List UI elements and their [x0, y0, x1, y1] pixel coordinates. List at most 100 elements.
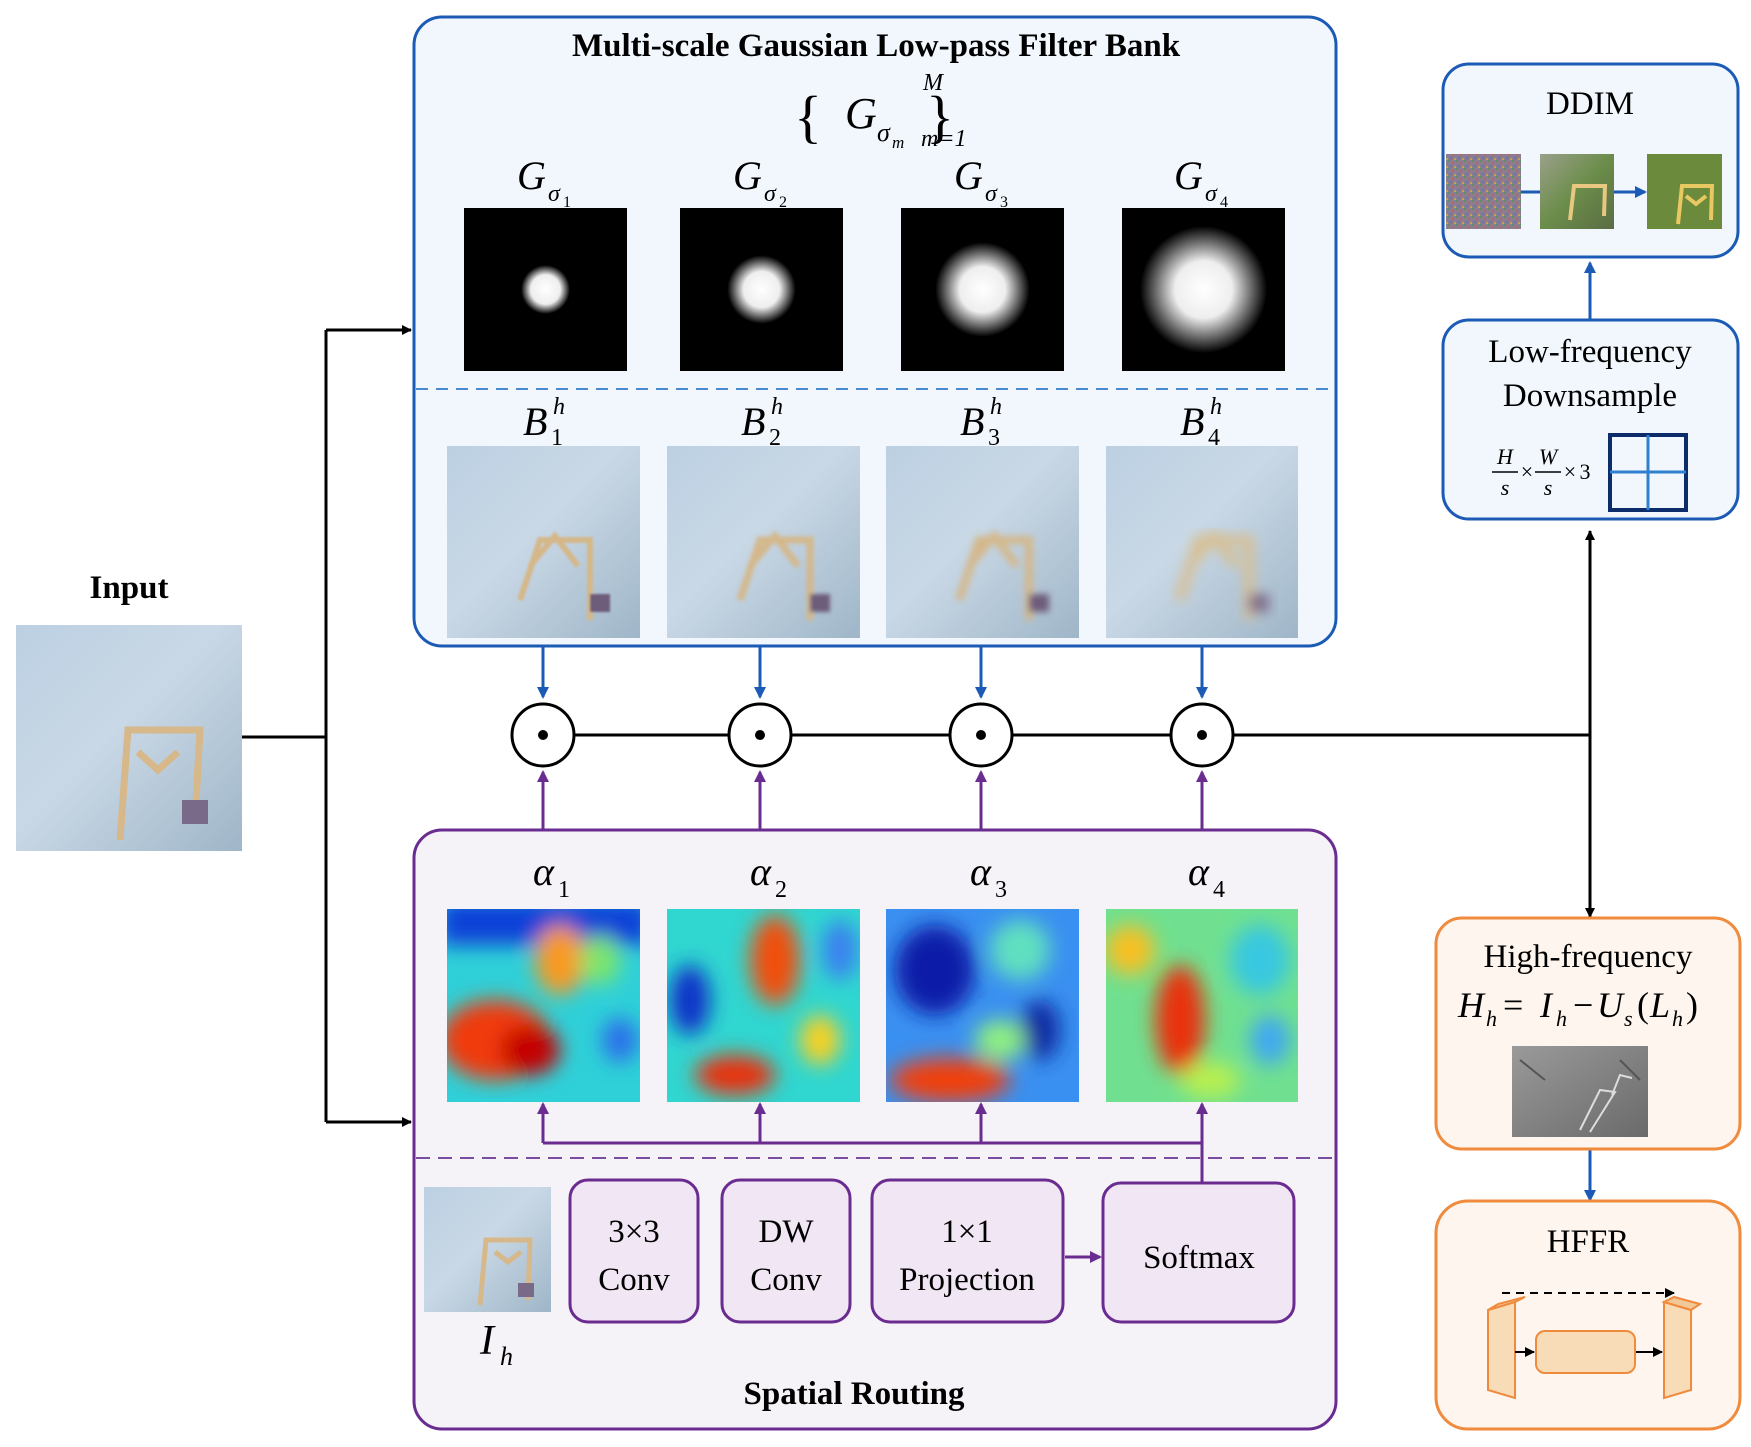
svg-text:H: H — [1457, 985, 1486, 1025]
kernel-image-1 — [464, 208, 627, 371]
svg-text:G: G — [517, 153, 546, 198]
svg-text:B: B — [960, 399, 984, 444]
lowfreq-line1: Low-frequency — [1488, 334, 1692, 370]
conv3x3-line2: Conv — [598, 1262, 670, 1298]
svg-text:L: L — [1649, 985, 1670, 1025]
kernel-label-2: G σ 2 — [733, 153, 787, 211]
projection-block — [870, 1178, 1065, 1324]
svg-text:): ) — [1686, 985, 1698, 1025]
heatmap-alpha-1 — [447, 909, 640, 1102]
alpha-label-2: α 2 — [750, 849, 787, 903]
band-label-1: B h 1 — [523, 394, 565, 451]
conv3x3-line1: 3×3 — [608, 1214, 660, 1250]
ddim-images — [1446, 154, 1722, 229]
heatmap-alpha-3 — [886, 909, 1079, 1102]
kernel-label-4: G σ 4 — [1174, 153, 1228, 211]
band-label-4: B h 4 — [1180, 394, 1222, 451]
ih-image — [424, 1187, 551, 1312]
ih-label: I h — [479, 1318, 513, 1371]
alpha-label-3: α 3 — [970, 849, 1007, 903]
set-sym: G — [845, 89, 877, 138]
svg-text:h: h — [990, 394, 1002, 420]
svg-text:}: } — [926, 84, 954, 149]
svg-text:×: × — [1564, 459, 1576, 484]
svg-text:α: α — [533, 849, 555, 894]
routing-arrows — [537, 1102, 1208, 1263]
kernel-image-3 — [901, 208, 1064, 371]
svg-text:h: h — [771, 394, 783, 420]
svg-text:σ: σ — [548, 181, 561, 207]
kernel-label-1: G σ 1 — [517, 153, 571, 211]
svg-text:h: h — [553, 394, 565, 420]
routing-blocks — [568, 1178, 1296, 1324]
band-label-3: B h 3 — [960, 394, 1002, 451]
band-image-2 — [667, 446, 860, 638]
svg-text:h: h — [500, 1342, 513, 1371]
svg-text:s: s — [1501, 475, 1510, 500]
svg-text:B: B — [523, 399, 547, 444]
svg-text:1: 1 — [558, 877, 570, 903]
kernel-label-3: G σ 3 — [954, 153, 1008, 211]
text-layer: Input Multi-scale Gaussian Low-pass Filt… — [90, 28, 1698, 1412]
conv3x3-block — [568, 1178, 700, 1324]
svg-text:4: 4 — [1208, 425, 1220, 451]
svg-text:3: 3 — [995, 877, 1007, 903]
set-subsub: m — [892, 133, 904, 152]
svg-text:×: × — [1521, 459, 1533, 484]
highfreq-title: High-frequency — [1484, 939, 1693, 975]
svg-text:3: 3 — [1000, 194, 1008, 211]
svg-text:B: B — [741, 399, 765, 444]
svg-text:h: h — [1486, 1006, 1497, 1031]
kernel-image-4 — [1122, 208, 1285, 371]
band-labels: B h 1 B h 2 B h 3 B h 4 — [523, 394, 1222, 451]
svg-text:I: I — [479, 1318, 496, 1364]
kernel-image-2 — [680, 208, 843, 371]
svg-text:G: G — [733, 153, 762, 198]
hffr-title: HFFR — [1547, 1224, 1630, 1260]
svg-text:B: B — [1180, 399, 1204, 444]
band-image-4 — [1106, 446, 1298, 638]
alpha-labels: α 1 α 2 α 3 α 4 — [533, 849, 1225, 903]
svg-text:I: I — [1539, 985, 1554, 1025]
set-sub: σ — [877, 118, 891, 147]
heatmap-alpha-4 — [1106, 909, 1298, 1102]
ddim-noise-image — [1446, 154, 1521, 229]
lowfreq-dims: H s × W s × 3 — [1496, 444, 1590, 500]
product-nodes — [510, 702, 1235, 768]
svg-text:=: = — [1503, 985, 1523, 1025]
svg-text:1: 1 — [551, 425, 563, 451]
svg-text:(: ( — [1637, 985, 1649, 1025]
svg-text:4: 4 — [1220, 194, 1228, 211]
svg-text:α: α — [1188, 849, 1210, 894]
band-images — [447, 446, 1298, 638]
hffr-network-icon — [1487, 1288, 1703, 1400]
projection-line1: 1×1 — [941, 1214, 993, 1250]
kernel-labels: G σ 1 G σ 2 G σ 3 G σ 4 — [517, 153, 1228, 211]
filter-bank-title: Multi-scale Gaussian Low-pass Filter Ban… — [572, 28, 1181, 64]
ddim-mid-image — [1540, 154, 1614, 229]
svg-text:3: 3 — [988, 425, 1000, 451]
dwconv-line1: DW — [759, 1214, 815, 1250]
ddim-title: DDIM — [1546, 86, 1634, 122]
softmax-block — [1101, 1181, 1296, 1324]
projection-line2: Projection — [899, 1262, 1035, 1298]
svg-text:α: α — [970, 849, 992, 894]
svg-text:h: h — [1556, 1006, 1567, 1031]
filter-set-expression: { } G σ m M m=1 — [794, 70, 966, 152]
svg-text:W: W — [1539, 444, 1559, 469]
alpha-label-4: α 4 — [1188, 849, 1225, 903]
highfreq-image — [1512, 1046, 1648, 1137]
svg-text:s: s — [1544, 475, 1553, 500]
routing-title: Spatial Routing — [744, 1376, 965, 1412]
svg-text:2: 2 — [769, 425, 781, 451]
svg-text:U: U — [1597, 985, 1625, 1025]
svg-text:2: 2 — [775, 877, 787, 903]
svg-text:G: G — [1174, 153, 1203, 198]
gaussian-kernels — [464, 208, 1285, 371]
grid-icon — [1608, 433, 1688, 512]
svg-text:H: H — [1496, 444, 1514, 469]
routing-block-labels: 3×3 Conv DW Conv 1×1 Projection Softmax — [598, 1214, 1255, 1298]
svg-text:σ: σ — [1205, 181, 1218, 207]
lowfreq-line2: Downsample — [1503, 378, 1677, 414]
